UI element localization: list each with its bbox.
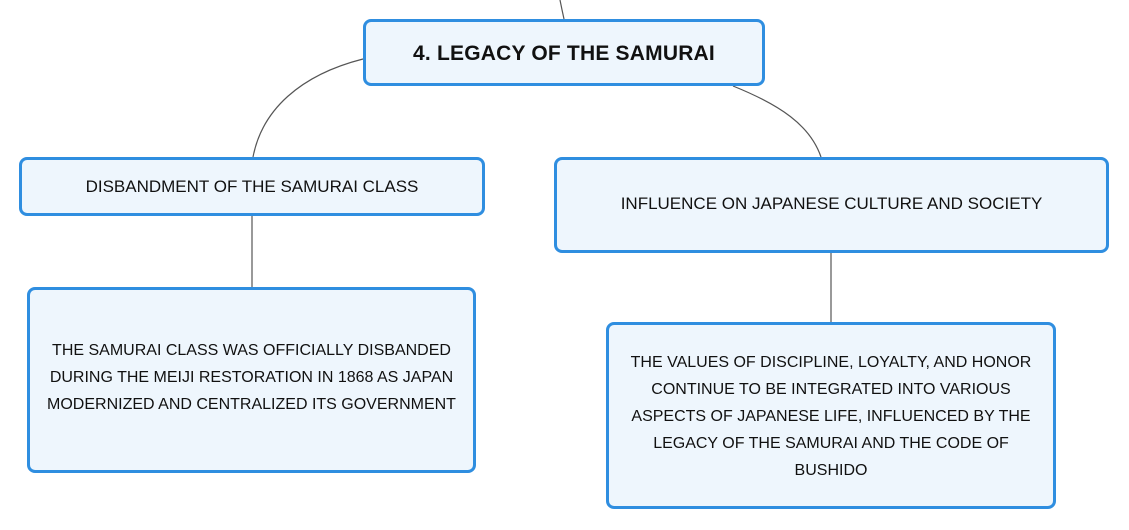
connector-parent-to-root: [559, 0, 565, 20]
root-topic-label: 4. LEGACY OF THE SAMURAI: [413, 41, 715, 65]
branch-node-disbandment[interactable]: DISBANDMENT OF THE SAMURAI CLASS: [19, 157, 485, 216]
detail-node-disbandment[interactable]: THE SAMURAI CLASS WAS OFFICIALLY DISBAND…: [27, 287, 476, 473]
detail-text-disbandment: THE SAMURAI CLASS WAS OFFICIALLY DISBAND…: [47, 341, 456, 413]
connector-root-to-branch-right: [732, 85, 822, 158]
detail-text-influence: THE VALUES OF DISCIPLINE, LOYALTY, AND H…: [630, 354, 1032, 479]
detail-node-influence[interactable]: THE VALUES OF DISCIPLINE, LOYALTY, AND H…: [606, 322, 1056, 509]
branch-label-influence: INFLUENCE ON JAPANESE CULTURE AND SOCIET…: [620, 194, 1043, 213]
branch-label-disbandment: DISBANDMENT OF THE SAMURAI CLASS: [85, 176, 419, 196]
connector-root-to-branch-left: [252, 58, 364, 158]
root-topic-node[interactable]: 4. LEGACY OF THE SAMURAI: [363, 19, 765, 86]
branch-node-influence[interactable]: INFLUENCE ON JAPANESE CULTURE AND SOCIET…: [554, 157, 1109, 253]
